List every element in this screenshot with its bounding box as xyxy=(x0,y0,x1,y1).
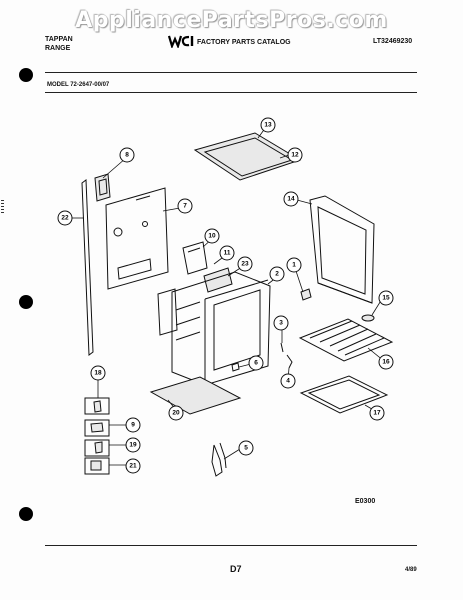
part-screw xyxy=(280,342,284,353)
page-number: D7 xyxy=(230,564,242,574)
part-bracket xyxy=(94,173,111,202)
callout-19: 19 xyxy=(125,437,141,453)
callout-15: 15 xyxy=(378,290,394,306)
svg-text:2: 2 xyxy=(275,271,279,278)
callout-5: 5 xyxy=(238,440,254,456)
callout-7: 7 xyxy=(177,198,193,214)
callout-14: 14 xyxy=(283,191,299,207)
document-number: LT32469230 xyxy=(373,38,413,45)
callout-3: 3 xyxy=(273,315,289,331)
callout-4: 4 xyxy=(280,373,296,389)
callout-8: 8 xyxy=(119,147,135,163)
part-igniter xyxy=(211,442,227,477)
binder-hole-top xyxy=(19,68,33,82)
brand-line2: RANGE xyxy=(45,45,71,52)
part-small-spring xyxy=(231,362,240,372)
wci-logo-icon xyxy=(168,35,194,48)
catalog-title: FACTORY PARTS CATALOG xyxy=(197,39,291,46)
callout-11: 11 xyxy=(219,245,235,261)
svg-text:19: 19 xyxy=(129,442,137,449)
svg-text:20: 20 xyxy=(172,410,180,417)
callout-12: 12 xyxy=(287,147,303,163)
callout-13: 13 xyxy=(260,117,276,133)
svg-text:7: 7 xyxy=(183,203,187,210)
svg-text:1: 1 xyxy=(292,262,296,269)
part-hook xyxy=(286,354,293,369)
part-front-frame xyxy=(157,288,178,336)
figure-code: E0300 xyxy=(355,498,376,505)
callout-6: 6 xyxy=(248,355,264,371)
svg-text:17: 17 xyxy=(373,410,381,417)
svg-text:21: 21 xyxy=(129,463,137,470)
part-back-panel xyxy=(105,187,169,290)
part-vent-duct xyxy=(182,241,208,275)
callout-9: 9 xyxy=(125,417,141,433)
svg-text:22: 22 xyxy=(61,215,69,222)
revision-date: 4/89 xyxy=(405,567,417,573)
binder-hole-bottom xyxy=(19,507,33,521)
part-kit-stack xyxy=(84,397,110,475)
svg-text:9: 9 xyxy=(131,422,135,429)
svg-text:16: 16 xyxy=(382,359,390,366)
svg-text:18: 18 xyxy=(94,370,102,377)
callout-2: 2 xyxy=(269,266,285,282)
part-burner-box xyxy=(203,267,233,293)
svg-text:5: 5 xyxy=(244,445,248,452)
part-oven-rack xyxy=(298,318,394,362)
leader-lines xyxy=(70,126,385,466)
callout-18: 18 xyxy=(90,365,106,381)
callout-16: 16 xyxy=(378,354,394,370)
callout-17: 17 xyxy=(369,405,385,421)
footer-rule xyxy=(45,545,417,546)
callout-1: 1 xyxy=(286,257,302,273)
part-oven-door xyxy=(309,195,375,304)
part-broiler-pan xyxy=(299,375,389,414)
binder-hole-middle xyxy=(19,295,33,309)
part-knob xyxy=(300,288,312,301)
part-bottom-panel xyxy=(149,376,242,415)
model-label: MODEL 72-2647-00/07 xyxy=(47,82,110,88)
svg-text:10: 10 xyxy=(208,233,216,240)
model-rule xyxy=(45,92,417,93)
callout-22: 22 xyxy=(57,210,73,226)
svg-text:4: 4 xyxy=(286,378,290,385)
brand-line1: TAPPAN xyxy=(45,36,73,43)
callout-20: 20 xyxy=(168,405,184,421)
scan-edge-mark xyxy=(1,200,4,214)
svg-text:6: 6 xyxy=(254,360,258,367)
svg-text:14: 14 xyxy=(287,196,295,203)
callout-23: 23 xyxy=(237,256,253,272)
svg-text:3: 3 xyxy=(279,320,283,327)
svg-text:23: 23 xyxy=(241,261,249,268)
svg-text:11: 11 xyxy=(224,250,231,257)
part-rack-clip xyxy=(361,314,375,322)
header-rule xyxy=(45,72,417,73)
svg-text:13: 13 xyxy=(264,122,272,129)
part-oven-liner xyxy=(171,271,271,386)
svg-text:8: 8 xyxy=(125,152,129,159)
callout-10: 10 xyxy=(204,228,220,244)
callout-21: 21 xyxy=(125,458,141,474)
part-side-trim xyxy=(81,179,94,356)
svg-text:15: 15 xyxy=(382,295,390,302)
svg-text:12: 12 xyxy=(291,152,299,159)
watermark: AppliancePartsPros.com xyxy=(75,8,388,33)
